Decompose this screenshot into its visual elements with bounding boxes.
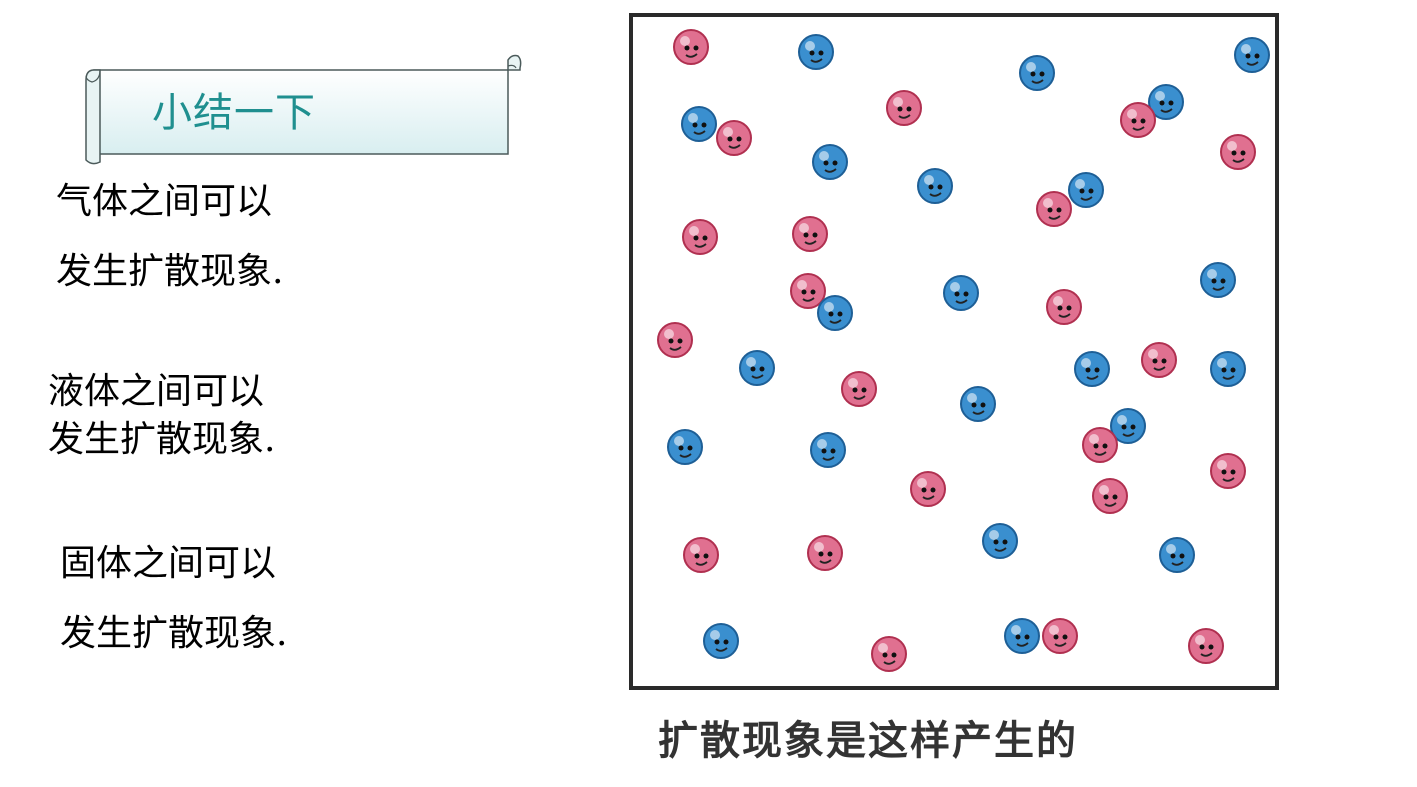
blue-molecule-icon xyxy=(681,106,717,142)
blue-molecule-icon xyxy=(943,275,979,311)
gas-line-2: 发生扩散现象. xyxy=(56,251,284,292)
solid-line-1: 固体之间可以 xyxy=(60,543,277,584)
pink-molecule-icon xyxy=(716,120,752,156)
pink-molecule-icon xyxy=(910,471,946,507)
blue-molecule-icon xyxy=(812,144,848,180)
pink-molecule-icon xyxy=(1210,453,1246,489)
liquid-line-2: 发生扩散现象. xyxy=(48,419,276,460)
blue-molecule-icon xyxy=(1068,172,1104,208)
pink-molecule-icon xyxy=(886,90,922,126)
liquid-line-1: 液体之间可以 xyxy=(48,371,265,412)
pink-molecule-icon xyxy=(1141,342,1177,378)
pink-molecule-icon xyxy=(792,216,828,252)
blue-molecule-icon xyxy=(1110,408,1146,444)
pink-molecule-icon xyxy=(871,636,907,672)
pink-molecule-icon xyxy=(657,322,693,358)
summary-title: 小结一下 xyxy=(152,90,316,136)
blue-molecule-icon xyxy=(739,350,775,386)
solid-line-2: 发生扩散现象. xyxy=(60,613,288,654)
blue-molecule-icon xyxy=(1004,618,1040,654)
pink-molecule-icon xyxy=(1082,427,1118,463)
pink-molecule-icon xyxy=(790,273,826,309)
pink-molecule-icon xyxy=(1188,628,1224,664)
molecules xyxy=(657,29,1270,672)
pink-molecule-icon xyxy=(1046,289,1082,325)
summary-banner: 小结一下 xyxy=(82,52,524,170)
blue-molecule-icon xyxy=(1200,262,1236,298)
blue-molecule-icon xyxy=(1234,37,1270,73)
blue-molecule-icon xyxy=(960,386,996,422)
blue-molecule-icon xyxy=(703,623,739,659)
pink-molecule-icon xyxy=(1042,618,1078,654)
blue-molecule-icon xyxy=(1074,351,1110,387)
pink-molecule-icon xyxy=(1120,102,1156,138)
pink-molecule-icon xyxy=(1036,191,1072,227)
pink-molecule-icon xyxy=(841,371,877,407)
figure-caption: 扩散现象是这样产生的 xyxy=(658,718,1078,764)
pink-molecule-icon xyxy=(682,219,718,255)
blue-molecule-icon xyxy=(1210,351,1246,387)
gas-line-1: 气体之间可以 xyxy=(56,181,273,222)
pink-molecule-icon xyxy=(1220,134,1256,170)
blue-molecule-icon xyxy=(798,34,834,70)
blue-molecule-icon xyxy=(982,523,1018,559)
blue-molecule-icon xyxy=(1148,84,1184,120)
blue-molecule-icon xyxy=(817,295,853,331)
pink-molecule-icon xyxy=(673,29,709,65)
scroll-banner-icon xyxy=(85,54,522,165)
blue-molecule-icon xyxy=(917,168,953,204)
pink-molecule-icon xyxy=(1092,478,1128,514)
blue-molecule-icon xyxy=(667,429,703,465)
blue-molecule-icon xyxy=(1159,537,1195,573)
diffusion-figure xyxy=(629,13,1279,690)
pink-molecule-icon xyxy=(683,537,719,573)
pink-molecule-icon xyxy=(807,535,843,571)
blue-molecule-icon xyxy=(1019,55,1055,91)
blue-molecule-icon xyxy=(810,432,846,468)
